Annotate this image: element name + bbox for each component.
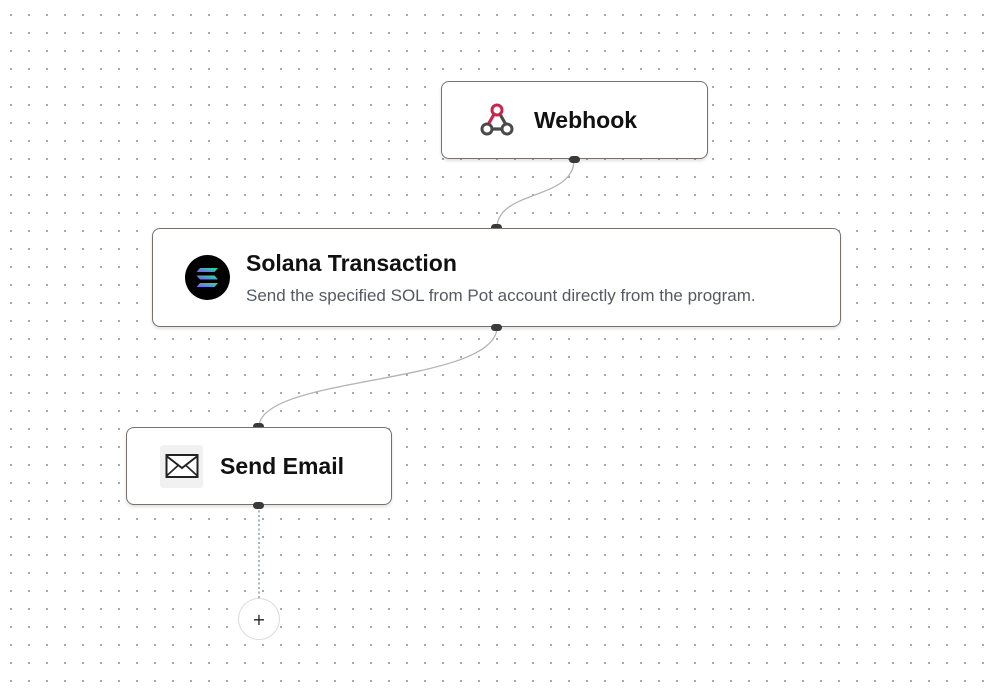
envelope-icon	[160, 444, 203, 488]
send-email-output-handle[interactable]	[253, 502, 264, 509]
webhook-node-title: Webhook	[534, 106, 638, 133]
send-email-input-handle[interactable]	[253, 423, 264, 430]
edge-webhook-to-solana[interactable]	[496, 159, 575, 229]
solana-node-description: Send the specified SOL from Pot account …	[246, 285, 756, 305]
solana-node-title: Solana Transaction	[246, 249, 457, 276]
webhook-output-handle[interactable]	[569, 156, 580, 163]
add-step-button[interactable]: +	[238, 598, 280, 640]
edge-solana-to-send-email[interactable]	[258, 326, 498, 428]
send-email-node-title: Send Email	[220, 452, 344, 479]
solana-input-handle[interactable]	[491, 224, 502, 231]
solana-transaction-node[interactable]: Solana Transaction Send the specified SO…	[152, 228, 841, 327]
webhook-node[interactable]: Webhook	[441, 81, 708, 159]
solana-output-handle[interactable]	[491, 324, 502, 331]
webhook-icon	[478, 101, 516, 139]
send-email-node[interactable]: Send Email	[126, 427, 392, 505]
solana-icon	[185, 255, 230, 300]
plus-icon: +	[252, 609, 266, 629]
